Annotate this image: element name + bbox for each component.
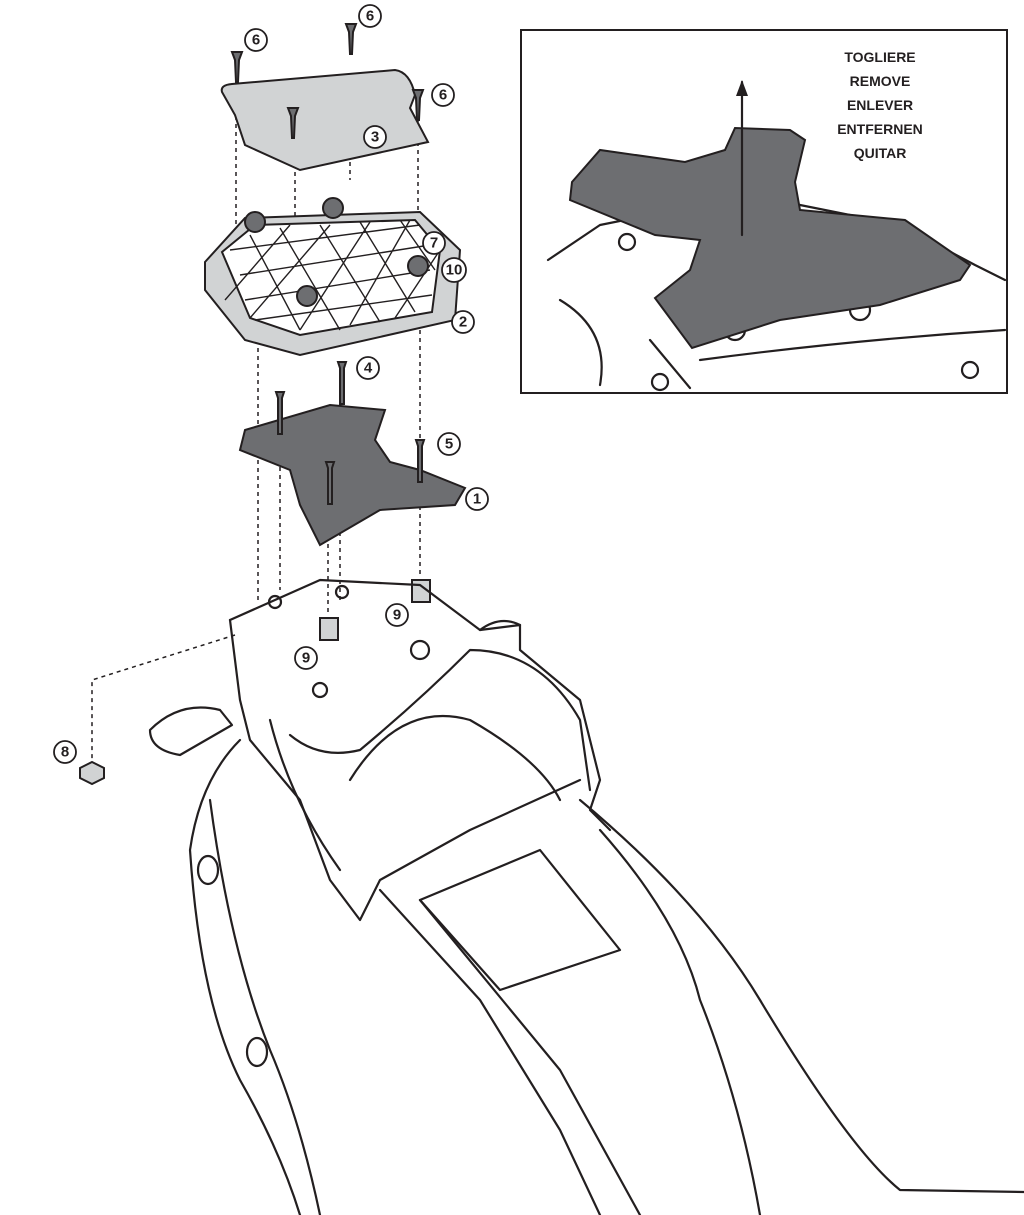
callout-label: 6 (366, 8, 374, 25)
callout-label: 1 (473, 491, 481, 508)
callout-label: 8 (61, 744, 69, 761)
callout-label: 9 (393, 607, 401, 624)
instruction-it: TOGLIERE (844, 49, 915, 65)
callout-3: 3 (363, 125, 387, 149)
callout-label: 10 (446, 262, 463, 279)
up-arrow-icon (736, 80, 748, 237)
callout-2: 2 (451, 310, 475, 334)
callout-label: 7 (430, 235, 438, 252)
callout-label: 3 (371, 129, 379, 146)
callout-9: 9 (294, 646, 318, 670)
callout-label: 6 (439, 87, 447, 104)
adapter-plate-part-1 (238, 361, 467, 547)
cover-plate-part-3 (220, 68, 430, 172)
instruction-en: REMOVE (850, 73, 911, 89)
callout-7: 7 (422, 231, 446, 255)
removed-plate-icon (568, 126, 972, 350)
callout-9: 9 (385, 603, 409, 627)
callout-6: 6 (431, 83, 455, 107)
callout-label: 2 (459, 314, 467, 331)
motorcycle-rear-frame (148, 578, 1024, 1215)
base-plate-part-2 (204, 197, 462, 357)
instruction-fr: ENLEVER (847, 97, 913, 113)
callout-10: 10 (441, 257, 467, 283)
instruction-es: QUITAR (854, 145, 907, 161)
remove-instruction: TOGLIERE REMOVE ENLEVER ENTFERNEN QUITAR (837, 49, 923, 161)
callout-1: 1 (465, 487, 489, 511)
callout-label: 9 (302, 650, 310, 667)
callout-label: 5 (445, 436, 453, 453)
callout-6: 6 (358, 4, 382, 28)
callout-5: 5 (437, 432, 461, 456)
screw-icons (230, 23, 425, 139)
callout-label: 6 (252, 32, 260, 49)
callout-label: 4 (364, 360, 373, 377)
removal-inset: TOGLIERE REMOVE ENLEVER ENTFERNEN QUITAR (520, 29, 1008, 394)
callout-6: 6 (244, 28, 268, 52)
instruction-de: ENTFERNEN (837, 121, 923, 137)
nut-part-8 (79, 760, 105, 786)
callout-4: 4 (356, 356, 380, 380)
callout-8: 8 (53, 740, 77, 764)
spacer-part-9 (319, 617, 339, 641)
